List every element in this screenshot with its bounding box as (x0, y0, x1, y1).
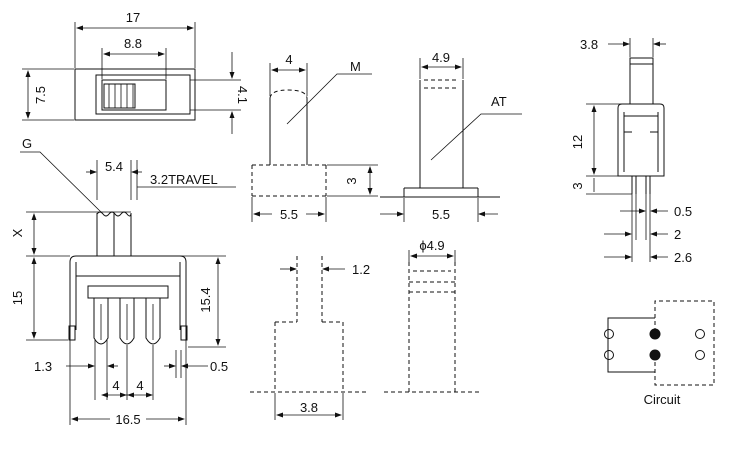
top-view-slot-height-dim: 4.1 (235, 86, 250, 104)
side-view-actuator-dim: 3.8 (580, 37, 598, 52)
top-view: 17 8.8 7.5 4.1 (22, 10, 250, 134)
front-view-pin-width-dim: 1.3 (34, 359, 52, 374)
circuit-solid-frame-left (607, 317, 655, 373)
front-view-pitch-1: 4 (112, 378, 119, 393)
actuator-at: 4.9 AT 5.5 (380, 50, 522, 222)
side-view-span-dim: 2.6 (674, 250, 692, 265)
front-view-base (87, 285, 169, 299)
actuator-m-label: M (350, 59, 361, 74)
side-view: 3.8 12 3 0.5 2 2.6 (570, 37, 692, 265)
actuator-at-base-width-text: 5.5 (432, 207, 450, 222)
side-view-pin-space-dim: 2 (674, 227, 681, 242)
side-view-height-dim: 12 (570, 135, 585, 149)
actuator-m-base-height-dim: 3 (344, 177, 359, 184)
top-view-body (74, 68, 196, 121)
circuit-label: Circuit (644, 392, 681, 407)
side-view-actuator (629, 57, 654, 105)
front-view-pin-left (93, 298, 109, 345)
front-view-height-dim: 15 (10, 291, 25, 305)
top-view-slot (101, 79, 167, 111)
front-view-label-g: G (22, 136, 32, 151)
actuator-lower-left-tip-dim: 1.2 (352, 262, 370, 277)
top-view-slot-frame (95, 74, 191, 115)
circuit-contact-closed (649, 349, 661, 361)
actuator-m: 4 M 3 5.5 (251, 52, 378, 222)
actuator-at-label: AT (491, 94, 507, 109)
top-view-knob (103, 83, 136, 109)
circuit-contact-closed (649, 328, 661, 340)
front-view-total-width-dim: 16.5 (115, 412, 140, 427)
actuator-m-base-width-dim: 5.5 (280, 207, 298, 222)
top-view-height-dim: 7.5 (33, 86, 48, 104)
circuit-contact-open (695, 350, 705, 360)
side-view-pin-length-dim: 3 (570, 182, 585, 189)
front-view-pin-right (145, 298, 161, 345)
front-view-pitch-2: 4 (136, 378, 143, 393)
actuator-lower-right: ϕ4.9 (384, 238, 480, 393)
front-view-travel-dim: 3.2TRAVEL (150, 172, 218, 187)
circuit-contact-open (604, 329, 614, 339)
circuit-dashed-frame-right (654, 300, 715, 386)
top-view-slot-dim: 8.8 (124, 36, 142, 51)
actuator-m-width-dim: 4 (285, 52, 292, 67)
actuator-lower-left: 1.2 3.8 (250, 256, 370, 420)
actuator-at-width-dim: 4.9 (432, 50, 450, 65)
front-view: G 5.4 3.2TRAVEL X (10, 136, 236, 427)
front-view-pin-center (119, 298, 135, 345)
front-view-pin-thick-dim: 0.5 (210, 359, 228, 374)
top-view-width-dim: 17 (126, 10, 140, 25)
side-view-body (617, 103, 665, 177)
actuator-lower-left-base-dim: 3.8 (300, 400, 318, 415)
circuit-contact-open (604, 350, 614, 360)
front-view-label-x: X (10, 228, 25, 237)
side-view-pin-thick-dim: 0.5 (674, 204, 692, 219)
front-view-actuator-dim: 5.4 (105, 159, 123, 174)
actuator-lower-right-diameter-dim: ϕ4.9 (419, 238, 444, 253)
circuit-diagram: Circuit (604, 300, 715, 407)
circuit-contact-open (695, 329, 705, 339)
front-view-pin-height-dim: 15.4 (198, 287, 213, 312)
